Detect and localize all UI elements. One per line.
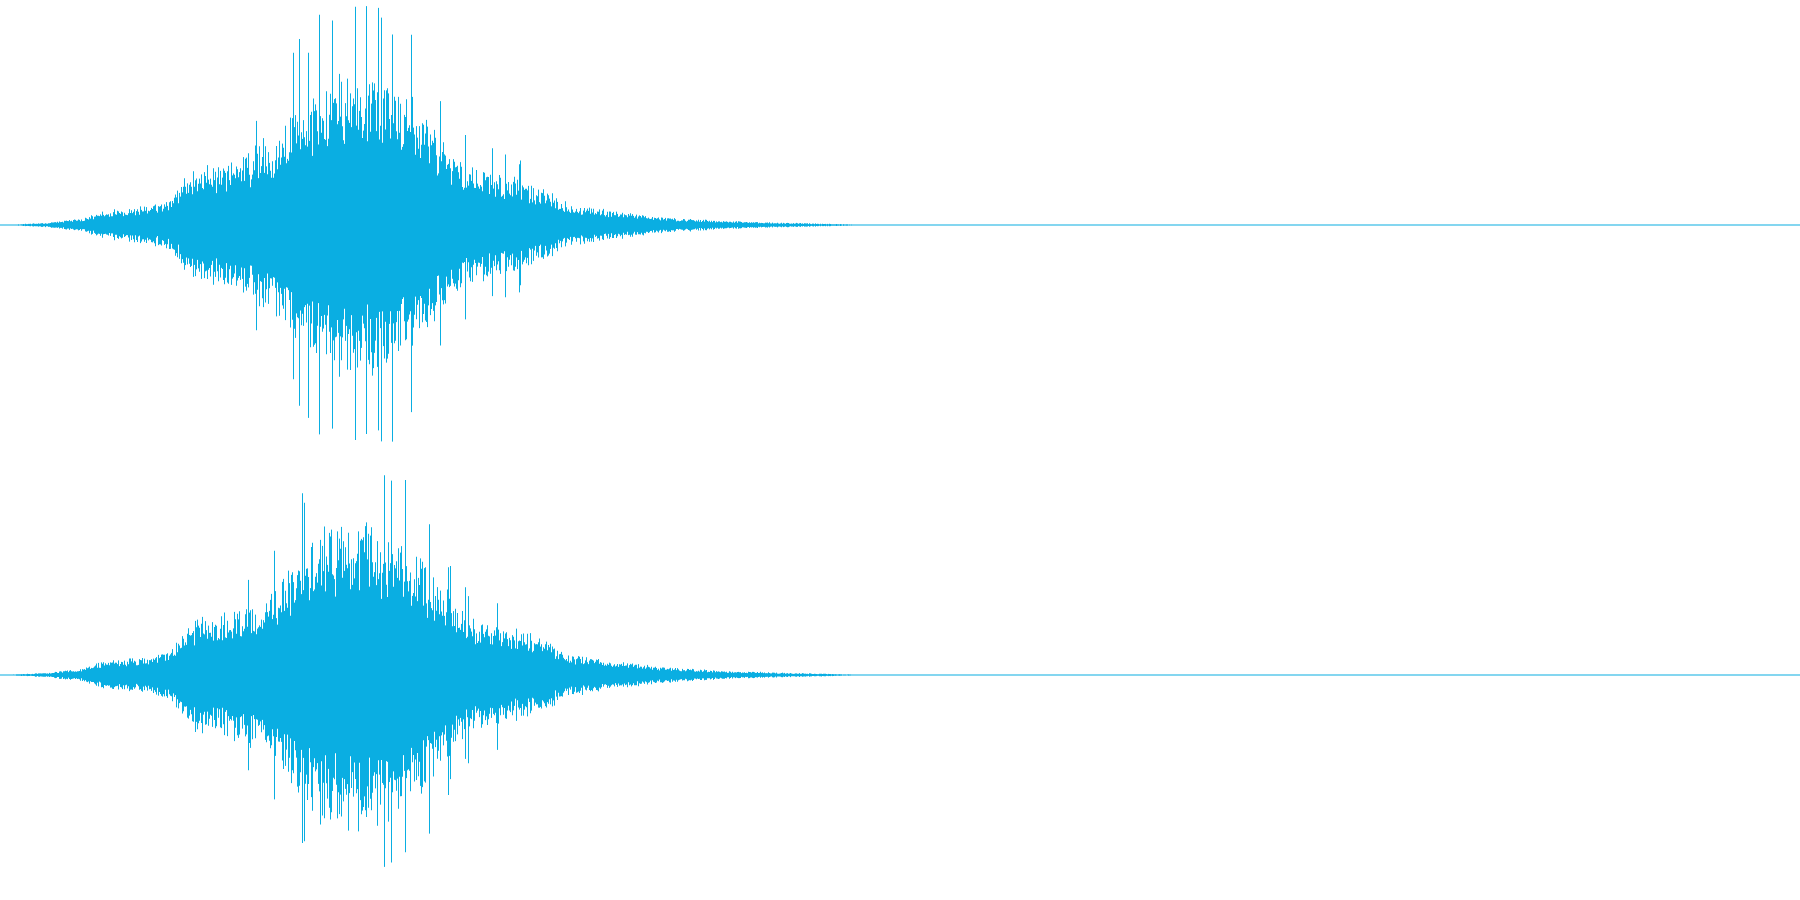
waveform-samples (2, 475, 863, 867)
waveform-samples (2, 6, 863, 442)
left-channel-waveform (0, 6, 1800, 442)
right-channel-waveform (0, 475, 1800, 867)
